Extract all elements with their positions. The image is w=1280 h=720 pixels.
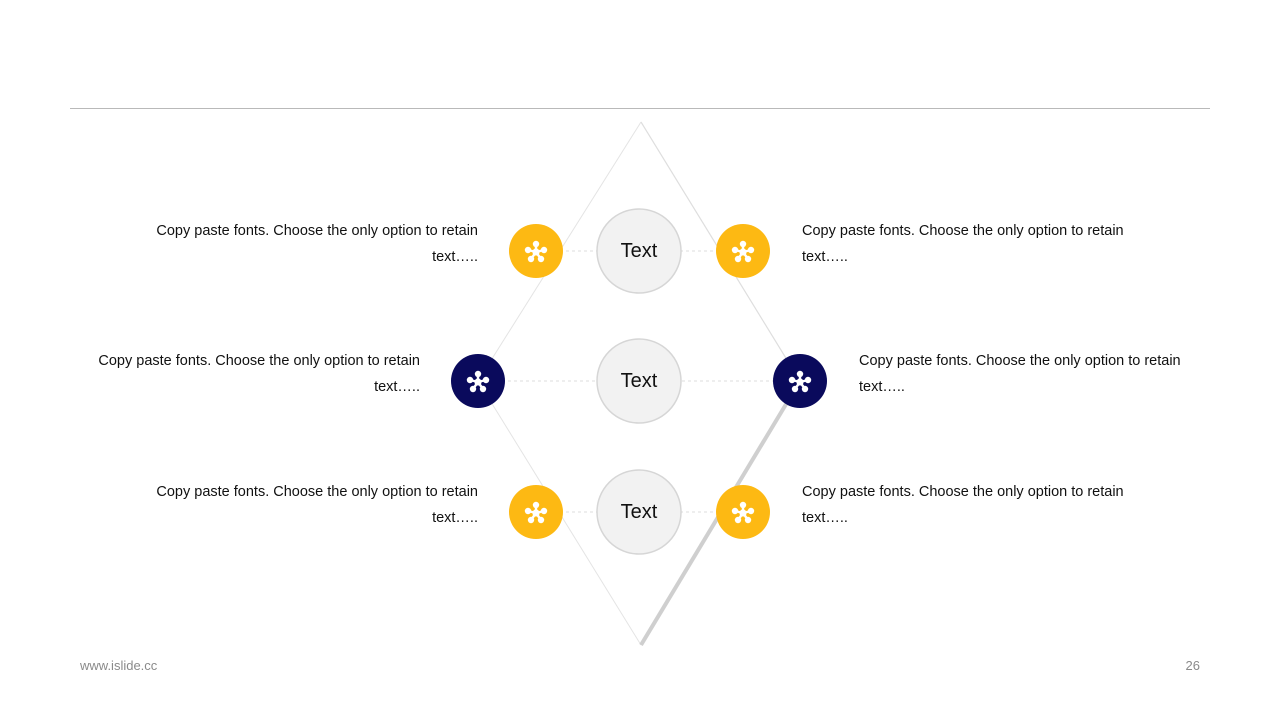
badge-middle-left <box>451 354 505 408</box>
description-bottom-right: Copy paste fonts. Choose the only option… <box>802 484 1124 526</box>
hub-label-top: Text <box>620 239 658 262</box>
badge-top-left <box>509 224 563 278</box>
footer-url: www.islide.cc <box>80 658 158 673</box>
hub-circle-top <box>596 208 682 294</box>
top-divider <box>70 108 1210 109</box>
hub-circle-middle <box>596 338 682 424</box>
badge-bottom-right <box>716 485 770 539</box>
page-number: 26 <box>1185 658 1200 673</box>
hub-circle-bottom <box>596 469 682 555</box>
description-top-right: Copy paste fonts. Choose the only option… <box>802 223 1124 265</box>
description-bottom-left: Copy paste fonts. Choose the only option… <box>156 484 478 526</box>
badge-bottom-left <box>509 485 563 539</box>
description-middle-left: Copy paste fonts. Choose the only option… <box>98 353 420 395</box>
description-middle-right: Copy paste fonts. Choose the only option… <box>859 353 1181 395</box>
description-top-left: Copy paste fonts. Choose the only option… <box>156 223 478 265</box>
hub-label-bottom: Text <box>620 500 658 523</box>
hub-label-middle: Text <box>620 369 658 392</box>
badge-middle-right <box>773 354 827 408</box>
badge-top-right <box>716 224 770 278</box>
